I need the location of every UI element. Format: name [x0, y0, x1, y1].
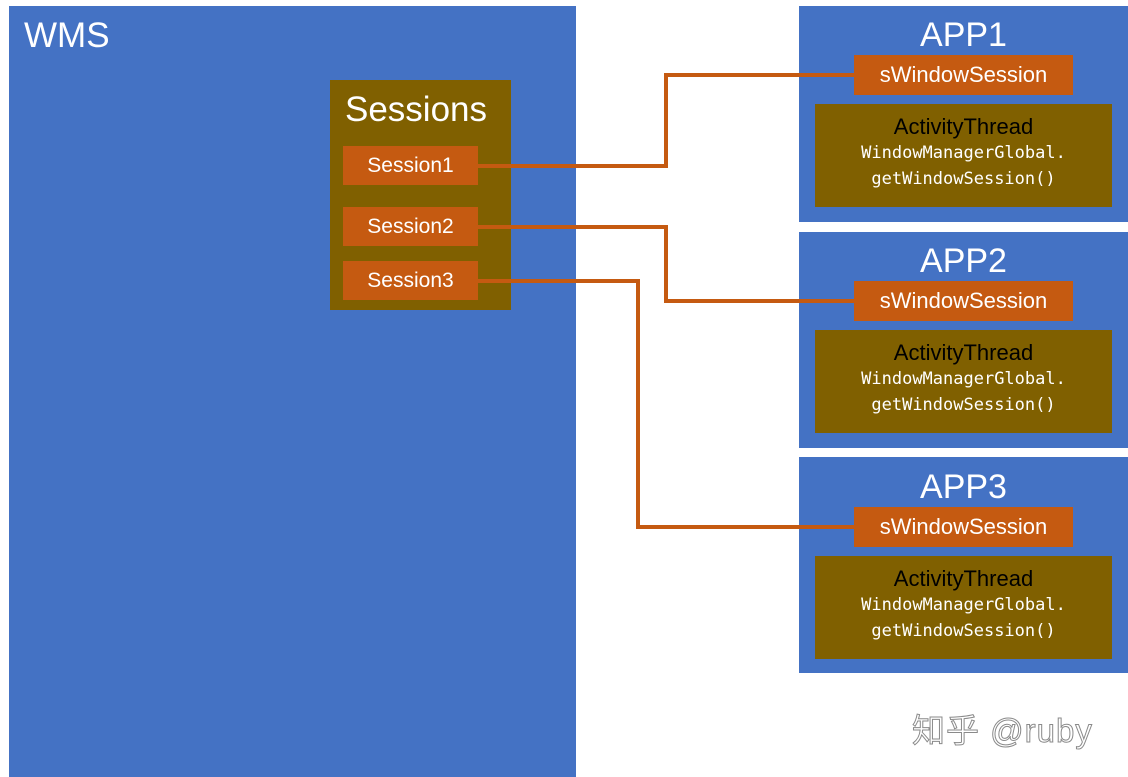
app1-code-line2: getWindowSession()	[871, 169, 1056, 189]
app2-activitythread-box: ActivityThread WindowManagerGlobal. getW…	[815, 330, 1112, 433]
app1-activitythread-box: ActivityThread WindowManagerGlobal. getW…	[815, 104, 1112, 207]
app2-swindowsession-box: sWindowSession	[854, 281, 1073, 321]
app3-code-line1: WindowManagerGlobal.	[861, 595, 1066, 615]
app1-swindowsession-box: sWindowSession	[854, 55, 1073, 95]
app2-code-line1: WindowManagerGlobal.	[861, 369, 1066, 389]
session3-box: Session3	[343, 261, 478, 300]
connector-session3-app3	[478, 279, 854, 529]
app1-title: APP1	[920, 16, 1007, 54]
app1-code-line1: WindowManagerGlobal.	[861, 143, 1066, 163]
app1-thread-title: ActivityThread	[893, 114, 1034, 139]
watermark-text: 知乎 @ruby	[912, 712, 1093, 750]
sessions-title: Sessions	[345, 90, 488, 129]
app3-swindowsession-box: sWindowSession	[854, 507, 1073, 547]
app3-title: APP3	[920, 468, 1007, 506]
app3-code-line2: getWindowSession()	[871, 621, 1056, 641]
app3-thread-title: ActivityThread	[893, 566, 1034, 591]
app2-title: APP2	[920, 242, 1007, 280]
wms-title: WMS	[24, 16, 110, 55]
app2-thread-title: ActivityThread	[893, 340, 1034, 365]
connector-session2-app2	[478, 225, 854, 303]
app2-code-line2: getWindowSession()	[871, 395, 1056, 415]
session1-box: Session1	[343, 146, 478, 185]
connector-session1-app1	[478, 73, 854, 168]
session2-box: Session2	[343, 207, 478, 246]
app3-activitythread-box: ActivityThread WindowManagerGlobal. getW…	[815, 556, 1112, 659]
